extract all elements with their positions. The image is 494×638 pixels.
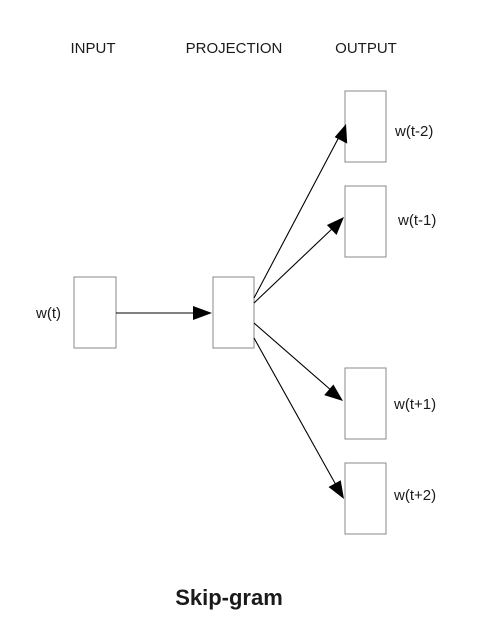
arrow-head-t-minus-1 xyxy=(326,217,344,235)
arrow-head-t-minus-2 xyxy=(334,124,348,144)
output-box-t-plus-1 xyxy=(344,367,387,440)
arrow-projection-to-t-minus-2 xyxy=(253,136,340,299)
output-box-t-minus-2 xyxy=(344,90,387,163)
output-label-t-plus-1: w(t+1) xyxy=(393,396,436,413)
output-label-t-minus-2: w(t-2) xyxy=(394,123,433,140)
output-label-t-plus-2: w(t+2) xyxy=(393,487,436,504)
output-label-t-minus-1: w(t-1) xyxy=(397,212,436,229)
arrow-projection-to-t-minus-1 xyxy=(253,226,335,304)
arrow-projection-to-t-plus-1 xyxy=(253,322,333,392)
diagram-title: Skip-gram xyxy=(175,585,283,610)
arrow-head-input-to-projection xyxy=(193,306,212,320)
input-header: INPUT xyxy=(71,40,116,57)
arrow-head-t-plus-2 xyxy=(328,480,344,499)
arrow-projection-to-t-plus-2 xyxy=(253,337,337,486)
projection-header: PROJECTION xyxy=(186,40,283,57)
input-label: w(t) xyxy=(35,305,61,322)
output-header: OUTPUT xyxy=(335,40,397,57)
output-box-t-minus-1 xyxy=(344,185,387,258)
arrow-head-t-plus-1 xyxy=(324,384,343,401)
output-box-t-plus-2 xyxy=(344,462,387,535)
input-box xyxy=(73,276,117,349)
projection-box xyxy=(212,276,255,349)
